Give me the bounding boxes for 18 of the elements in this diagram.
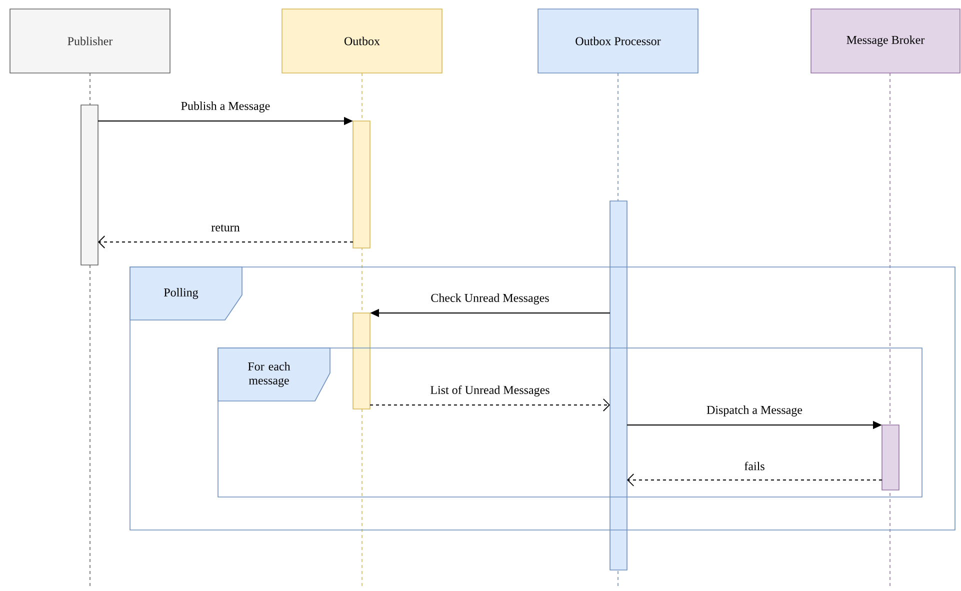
activation-bar — [352, 120, 370, 248]
message-arrow — [98, 236, 354, 248]
activation-bar — [882, 424, 900, 490]
activation-bar — [352, 312, 370, 410]
message-arrow — [627, 474, 882, 486]
message-label: return — [211, 224, 240, 232]
participant-box: Outbox — [282, 8, 442, 74]
participant-box: Publisher — [10, 8, 170, 74]
message-label: Publish a Message — [181, 102, 270, 112]
message-label: Dispatch a Message — [706, 406, 802, 416]
message-arrow — [370, 398, 610, 412]
message-label: Check Unread Messages — [431, 294, 549, 304]
message-label: List of Unread Messages — [430, 385, 550, 396]
activation-bar — [610, 200, 628, 570]
participant-box: Message Broker — [810, 8, 960, 74]
message-label: fails — [744, 462, 764, 470]
activation-bar — [80, 104, 98, 266]
participant-box: Outbox Processor — [538, 8, 698, 74]
